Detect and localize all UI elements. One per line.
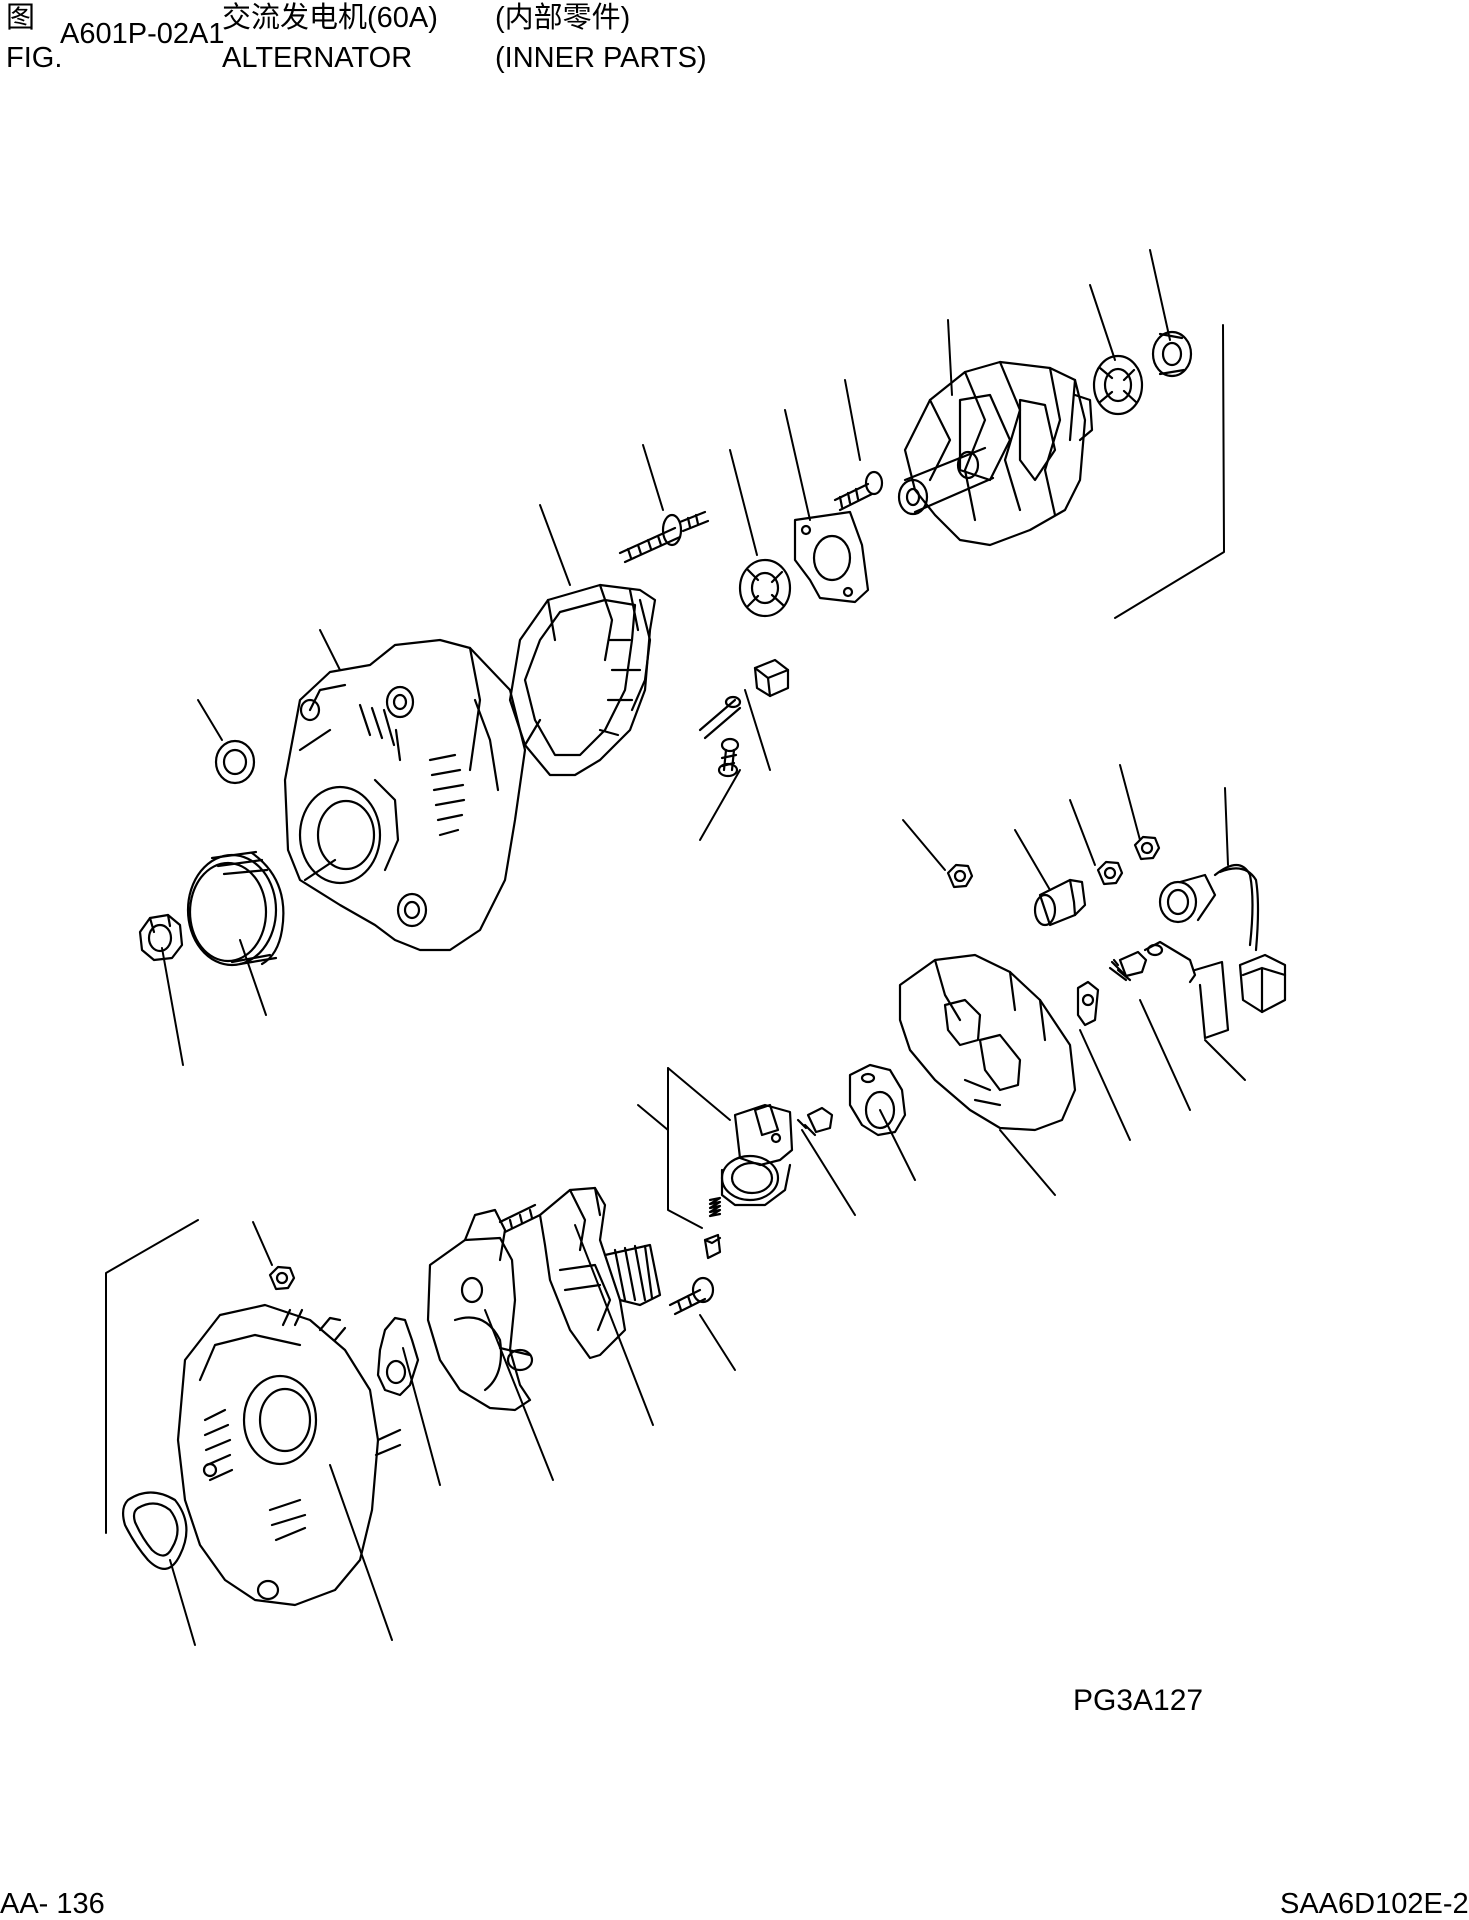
- regulator: [538, 1186, 662, 1360]
- brush-holder: [720, 1103, 794, 1207]
- bearing-mid: [738, 558, 792, 618]
- rectifier: [426, 1203, 542, 1412]
- fig-label-en: FIG.: [6, 42, 63, 74]
- bearing-plate: [793, 510, 870, 604]
- washer: [214, 739, 256, 785]
- rear-cover: [898, 953, 1077, 1132]
- front-bracket: [283, 638, 527, 952]
- o-ring: [121, 1491, 188, 1570]
- brush-spring: [708, 1196, 722, 1218]
- rear-seal: [848, 1063, 907, 1137]
- diagram-code: PG3A127: [1073, 1684, 1204, 1717]
- screw-2: [717, 737, 740, 778]
- fig-number: A601P-02A1: [60, 18, 225, 50]
- terminal-lead: [698, 695, 742, 740]
- connector-wire: [1158, 863, 1287, 1014]
- bearing-small: [1151, 330, 1193, 378]
- subtitle-en: (INNER PARTS): [495, 42, 707, 74]
- lug-terminal: [1076, 980, 1100, 1027]
- title-en: ALTERNATOR: [222, 42, 413, 74]
- brush: [703, 1233, 722, 1260]
- pulley-nut: [138, 913, 184, 962]
- bracket-line-brush: [667, 1067, 703, 1229]
- insulator-bush: [1033, 878, 1087, 927]
- nut-small-4: [268, 1265, 296, 1291]
- screw-3: [1108, 950, 1148, 982]
- nut-small-2: [1096, 860, 1124, 886]
- bracket-line-upper: [1114, 324, 1225, 619]
- screw-1: [833, 470, 884, 512]
- terminal-cap: [753, 658, 790, 698]
- nut-small-3: [1133, 835, 1161, 861]
- bearing-large: [1092, 354, 1144, 416]
- rotor: [897, 360, 1094, 547]
- terminal-plate: [1143, 940, 1230, 1040]
- nut-small-1: [946, 863, 974, 889]
- manual-code: SAA6D102E-2: [1280, 1888, 1469, 1920]
- leader-lines: [161, 249, 1246, 1646]
- screw-4: [796, 1106, 834, 1137]
- screw-5: [668, 1276, 715, 1316]
- insulator-plate: [376, 1316, 420, 1397]
- stator: [508, 583, 657, 777]
- bracket-line-lower: [105, 1219, 199, 1534]
- fig-label-cn: 图: [6, 2, 36, 34]
- pulley: [186, 850, 285, 967]
- rear-bracket: [176, 1303, 402, 1607]
- page-number: AA- 136: [0, 1888, 105, 1920]
- stud-bolt: [618, 510, 710, 564]
- subtitle-cn: (内部零件): [495, 2, 631, 34]
- title-cn: 交流发电机(60A): [222, 2, 438, 34]
